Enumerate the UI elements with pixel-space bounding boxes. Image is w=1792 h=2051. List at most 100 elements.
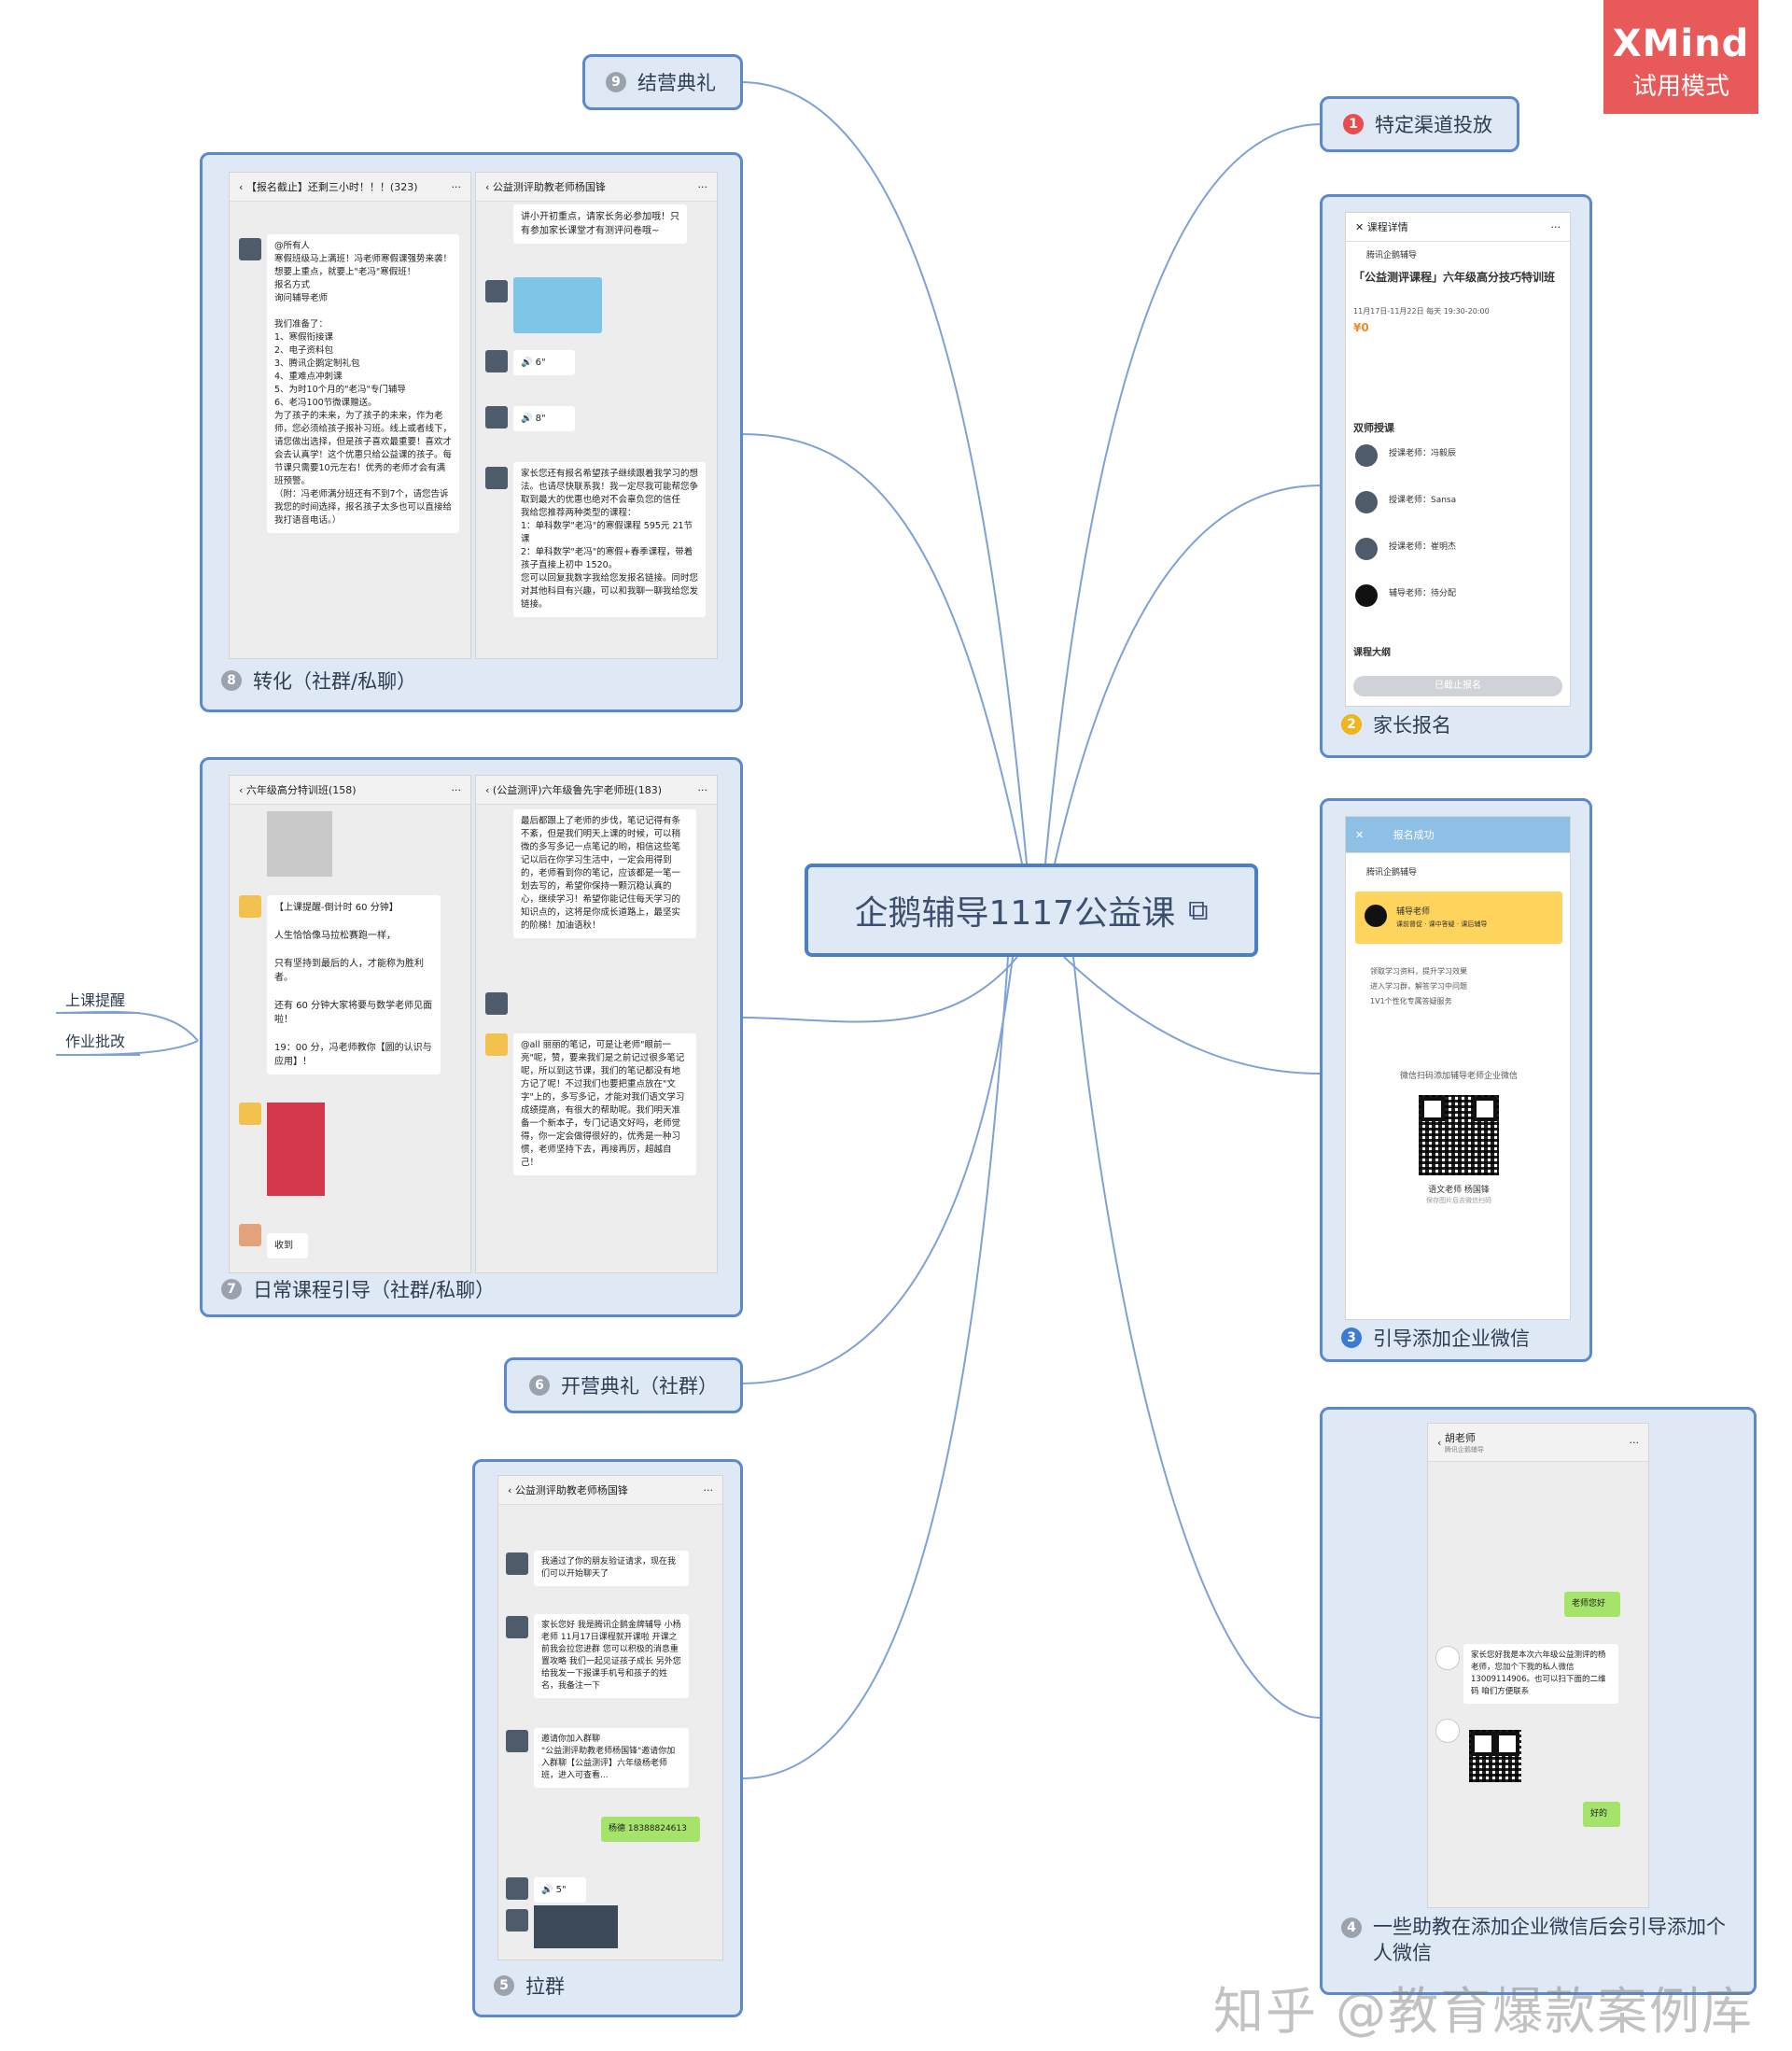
central-topic[interactable]: 企鹅辅导1117公益课 ⧉ <box>805 864 1258 957</box>
screenshot-personal-wechat-chat: ‹ 胡老师腾讯企鹅辅导··· 老师您好 家长您好我是本次六年级公益测评的杨老师，… <box>1427 1423 1649 1908</box>
page-title: 报名成功 <box>1393 829 1435 841</box>
chat-message: 讲小开初重点，请家长务必参加哦！只有参加家长课堂才有测评问卷哦~ <box>513 204 687 244</box>
topic-3-label: 引导添加企业微信 <box>1373 1328 1530 1350</box>
xmind-trial-badge: XMind 试用模式 <box>1603 0 1758 114</box>
chat-message: @所有人 寒假班级马上满班！冯老师寒假课强势来袭！ 想要上重点，就要上"老冯"寒… <box>267 234 459 533</box>
link-1 <box>1044 123 1322 864</box>
org-name: 腾讯企鹅辅导 <box>1366 868 1418 878</box>
more-icon: ··· <box>1550 220 1561 233</box>
link-7 <box>741 956 1018 1023</box>
topic-8-label-row: 8 转化（社群/私聊） <box>221 667 416 695</box>
topic-2-label-row: 2 家长报名 <box>1341 710 1451 738</box>
topic-1-channel[interactable]: 1 特定渠道投放 <box>1320 96 1519 152</box>
avatar <box>506 1552 528 1575</box>
topic-9-closing-ceremony[interactable]: 9 结营典礼 <box>582 54 743 110</box>
leaf-class-reminder[interactable]: 上课提醒 <box>65 991 126 1009</box>
teacher-4: 辅导老师：待分配 <box>1389 589 1457 598</box>
topic-2-parent-signup-card[interactable]: ✕ 课程详情··· 腾讯企鹅辅导 「公益测评课程」六年级高分技巧特训班 11月1… <box>1320 194 1592 758</box>
teacher-3: 授课老师：崔明杰 <box>1389 542 1457 552</box>
topic-2-label: 家长报名 <box>1373 714 1451 737</box>
poster-thumbnail <box>267 1103 325 1196</box>
more-icon: ··· <box>451 180 462 193</box>
chat-message-self: 老师您好 <box>1564 1592 1620 1617</box>
leaf-homework-review[interactable]: 作业批改 <box>65 1033 126 1050</box>
tutor-subtitle: 课前督促 · 课中答疑 · 课后辅导 <box>1396 920 1488 928</box>
teacher-1: 授课老师：冯毅辰 <box>1389 449 1457 458</box>
avatar <box>239 895 261 918</box>
more-icon: ··· <box>697 783 708 796</box>
screenshot-group-chat-deadline: ‹ 【报名截止】还剩三小时！！！(323)··· @所有人 寒假班级马上满班！冯… <box>229 172 471 659</box>
more-icon: ··· <box>703 1483 714 1496</box>
link-9 <box>741 81 1028 864</box>
chat-message: 【上课提醒-倒计时 60 分钟】 人生恰恰像马拉松赛跑一样， 只有坚持到最后的人… <box>267 895 441 1075</box>
number-8-icon: 8 <box>221 670 242 691</box>
perk-3: 1V1个性化专属答疑服务 <box>1370 997 1452 1005</box>
number-5-icon: 5 <box>494 1975 514 1996</box>
chat-message-self: 杨德 18388824613 <box>601 1817 700 1842</box>
avatar <box>485 467 508 489</box>
save-hint: 保存图片后去微信扫码 <box>1426 1197 1491 1204</box>
chat-title: 公益测评助教老师杨国锋 <box>492 181 606 193</box>
chat-message: 家长您好我是本次六年级公益测评的杨老师，您加个下我的私人微信 130091149… <box>1463 1644 1618 1704</box>
section-title: 双师授课 <box>1353 422 1394 434</box>
signup-closed-button: 已截止报名 <box>1353 676 1562 696</box>
back-icon: ‹ <box>485 783 493 796</box>
avatar <box>506 1730 528 1752</box>
number-2-icon: 2 <box>1341 714 1362 735</box>
number-7-icon: 7 <box>221 1279 242 1299</box>
screenshot-teacher-group-chat: ‹ (公益测评)六年级鲁先宇老师班(183)··· 最后都跟上了老师的步伐，笔记… <box>475 775 718 1273</box>
more-icon: ··· <box>1629 1436 1640 1449</box>
topic-5-label: 拉群 <box>525 1975 565 1998</box>
voice-message: 🔊 8" <box>513 406 575 431</box>
back-icon: ‹ <box>239 783 246 796</box>
image-thumbnail <box>267 811 332 877</box>
avatar <box>1435 1719 1460 1743</box>
topic-4-personal-wechat-card[interactable]: ‹ 胡老师腾讯企鹅辅导··· 老师您好 家长您好我是本次六年级公益测评的杨老师，… <box>1320 1407 1757 1995</box>
topic-3-add-enterprise-wechat-card[interactable]: ✕ 报名成功 腾讯企鹅辅导 辅导老师 课前督促 · 课中答疑 · 课后辅导 领取… <box>1320 798 1592 1362</box>
link-5 <box>741 956 1009 1779</box>
topic-4-label-row: 4 一些助教在添加企业微信后会引导添加个人微信 <box>1341 1914 1743 1966</box>
topic-7-label-row: 7 日常课程引导（社群/私聊） <box>221 1275 495 1303</box>
topic-8-conversion-card[interactable]: ‹ 【报名截止】还剩三小时！！！(323)··· @所有人 寒假班级马上满班！冯… <box>200 152 743 712</box>
outline-title: 课程大纲 <box>1353 648 1391 658</box>
back-icon: ‹ <box>239 180 246 193</box>
chat-title: 六年级高分特训班(158) <box>245 784 357 796</box>
chat-message: 家长您还有报名希望孩子继续跟着我学习的想法。也请尽快联系我！我一定尽我可能帮您争… <box>513 462 706 617</box>
perk-2: 进入学习群，解答学习中问题 <box>1370 982 1467 990</box>
voice-message: 🔊 6" <box>513 350 575 375</box>
group-invite-card: 邀请你加入群聊 "公益测评助教老师杨国锋"邀请你加入群聊【公益测评】六年级杨老师… <box>534 1728 689 1788</box>
chat-message-self: 好的 <box>1583 1802 1620 1827</box>
topic-5-group-invite-card[interactable]: ‹ 公益测评助教老师杨国锋··· 我通过了你的朋友验证请求，现在我们可以开始聊天… <box>472 1459 743 2017</box>
topic-9-label: 结营典礼 <box>637 72 716 94</box>
chat-message: 收到 <box>267 1233 308 1258</box>
topic-1-label: 特定渠道投放 <box>1375 114 1492 136</box>
avatar <box>506 1877 528 1900</box>
voice-message: 🔊 5" <box>534 1877 586 1903</box>
teacher-2: 授课老师：Sansa <box>1389 496 1457 505</box>
scan-hint: 微信扫码添加辅导老师企业微信 <box>1399 1072 1518 1081</box>
more-icon: ··· <box>697 180 708 193</box>
link-2 <box>1054 485 1322 864</box>
screenshot-invite-chat: ‹ 公益测评助教老师杨国锋··· 我通过了你的朋友验证请求，现在我们可以开始聊天… <box>497 1475 723 1960</box>
chat-message: @all 丽丽的笔记，可是让老师"眼前一亮"呢，赞，要来我们是之前记过很多笔记呢… <box>513 1033 696 1175</box>
screenshot-course-detail: ✕ 课程详情··· 腾讯企鹅辅导 「公益测评课程」六年级高分技巧特训班 11月1… <box>1345 212 1571 707</box>
topic-6-opening-ceremony[interactable]: 6 开营典礼（社群） <box>504 1357 743 1413</box>
avatar <box>506 1909 528 1932</box>
chat-message: 我通过了你的朋友验证请求，现在我们可以开始聊天了 <box>534 1551 689 1586</box>
screenshot-signup-success: ✕ 报名成功 腾讯企鹅辅导 辅导老师 课前督促 · 课中答疑 · 课后辅导 领取… <box>1345 816 1571 1320</box>
screenshot-private-chat-teacher: ‹ 公益测评助教老师杨国锋 ··· 讲小开初重点，请家长务必参加哦！只有参加家长课… <box>475 172 718 659</box>
back-icon: ‹ <box>485 180 493 193</box>
video-thumbnail <box>534 1905 618 1948</box>
topic-3-label-row: 3 引导添加企业微信 <box>1341 1324 1530 1352</box>
teacher-name: 语文老师 杨国锋 <box>1428 1186 1490 1195</box>
course-date: 11月17日-11月22日 每天 19:30-20:00 <box>1353 307 1490 316</box>
screenshot-class-group-chat: ‹ 六年级高分特训班(158)··· 【上课提醒-倒计时 60 分钟】 人生恰恰… <box>229 775 471 1273</box>
avatar <box>239 1103 261 1125</box>
avatar <box>485 350 508 372</box>
topic-7-daily-guidance-card[interactable]: ‹ 六年级高分特训班(158) ··· 【上课提醒-倒计时 60 分钟】 人生恰恰… <box>200 757 743 1317</box>
topic-4-label: 一些助教在添加企业微信后会引导添加个人微信 <box>1373 1916 1726 1964</box>
avatar <box>506 1616 528 1638</box>
number-3-icon: 3 <box>1341 1328 1362 1348</box>
